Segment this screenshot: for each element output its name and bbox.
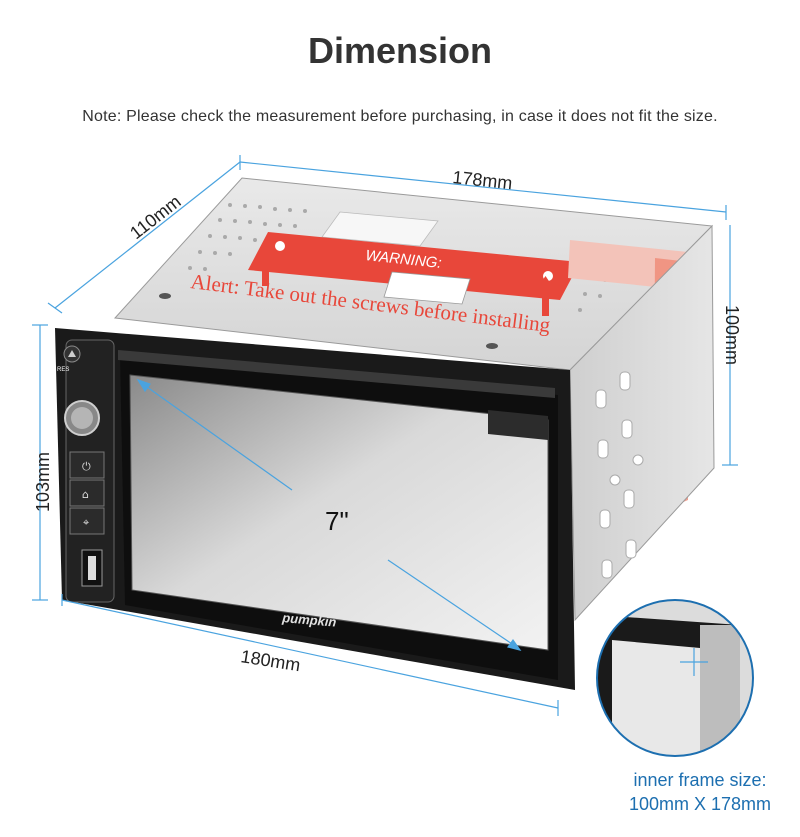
depth-label: 110mm xyxy=(126,191,185,243)
inset-caption-line1: inner frame size: xyxy=(633,770,767,790)
screen-diagonal-arrows xyxy=(136,378,522,651)
screen xyxy=(129,374,549,651)
screen-size-label: 7" xyxy=(325,506,349,536)
inset-caption-line2: 100mm X 178mm xyxy=(628,794,772,814)
dimension-lines xyxy=(32,155,738,716)
home-button[interactable] xyxy=(69,479,105,507)
screw-arrows xyxy=(256,246,555,316)
inner-frame-inset xyxy=(596,599,754,757)
page-title: Dimension xyxy=(307,30,493,71)
location-icon: ⌖ xyxy=(83,516,89,529)
front-bezel: RES ⏻ ⌂ ⌖ pumpkin xyxy=(55,328,575,690)
right-height-label: 100mm xyxy=(722,305,742,365)
warning-sticker: WARNING: xyxy=(248,232,580,305)
top-width-label: 178mm xyxy=(452,167,514,193)
disc-slot xyxy=(118,350,555,398)
home-icon: ⌂ xyxy=(82,488,89,501)
measurement-note: Note: Please check the measurement befor… xyxy=(82,108,718,125)
left-height-label: 103mm xyxy=(33,452,53,512)
power-button[interactable] xyxy=(69,451,105,479)
res-label: RES xyxy=(57,367,69,373)
chassis-side xyxy=(569,224,715,622)
brand-logo: pumpkin xyxy=(281,610,337,630)
navigation-button[interactable] xyxy=(69,507,105,535)
power-icon: ⏻ xyxy=(82,460,91,473)
